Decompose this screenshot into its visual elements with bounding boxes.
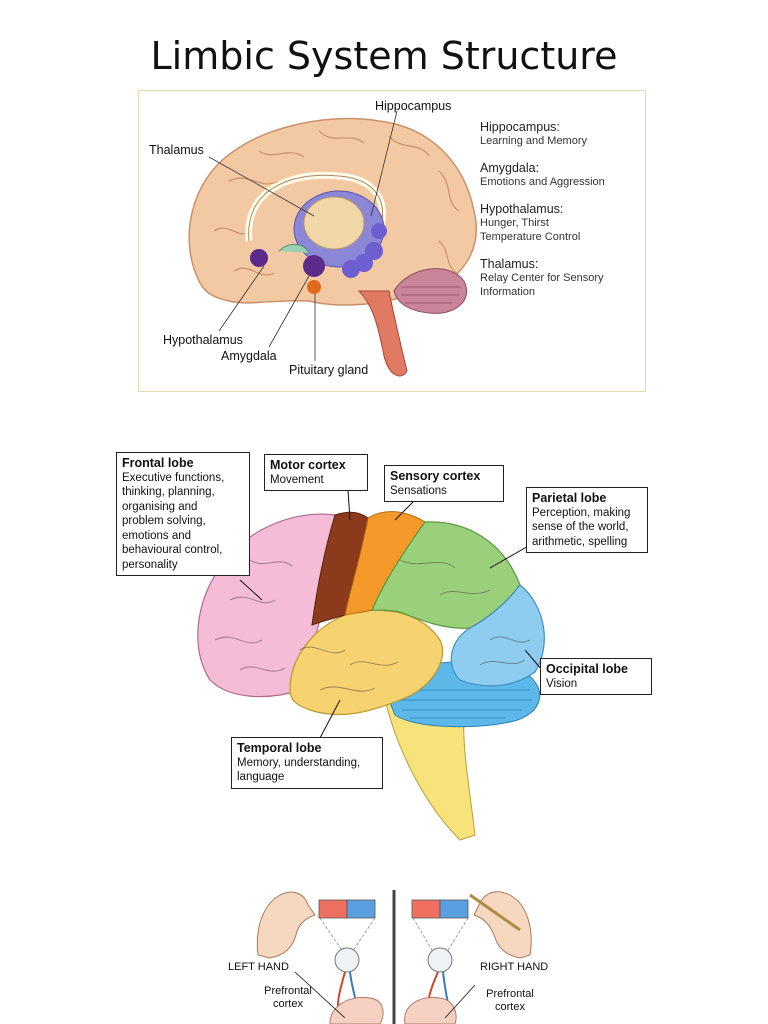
temporal-lobe-callout: Temporal lobe Memory, understanding, lan… — [231, 737, 383, 789]
frontal-lobe-callout: Frontal lobe Executive functions, thinki… — [116, 452, 250, 576]
motor-cortex-callout: Motor cortex Movement — [264, 454, 368, 491]
parietal-lobe-callout: Parietal lobe Perception, making sense o… — [526, 487, 648, 553]
limbic-diagram-panel: Hippocampus Thalamus Hypothalamus Amygda… — [138, 90, 646, 392]
definition-item: Hypothalamus: Hunger, Thirst Temperature… — [480, 202, 581, 243]
right-hand-label: RIGHT HAND — [480, 961, 549, 973]
definition-item: Hippocampus: Learning and Memory — [480, 120, 588, 147]
left-prefrontal-cortex-label: Prefrontal cortex — [264, 985, 312, 1010]
definition-item: Amygdala: Emotions and Aggression — [480, 161, 605, 188]
definition-item: Thalamus: Relay Center for Sensory Infor… — [480, 257, 604, 298]
page-title: Limbic System Structure — [150, 34, 618, 78]
limbic-brain-illustration — [188, 110, 477, 377]
limbic-definitions: Hippocampus: Learning and Memory Amygdal… — [480, 120, 650, 312]
amygdala-label: Amygdala — [221, 349, 277, 363]
pituitary-label: Pituitary gland — [289, 363, 369, 377]
hippocampus-label: Hippocampus — [375, 99, 452, 113]
hypothalamus-label: Hypothalamus — [163, 333, 243, 347]
left-hand-label: LEFT HAND — [228, 961, 289, 973]
sensory-cortex-callout: Sensory cortex Sensations — [384, 465, 504, 502]
thalamus-label: Thalamus — [149, 143, 204, 157]
occipital-lobe-callout: Occipital lobe Vision — [540, 658, 652, 695]
right-prefrontal-cortex-label: Prefrontal cortex — [486, 988, 534, 1013]
